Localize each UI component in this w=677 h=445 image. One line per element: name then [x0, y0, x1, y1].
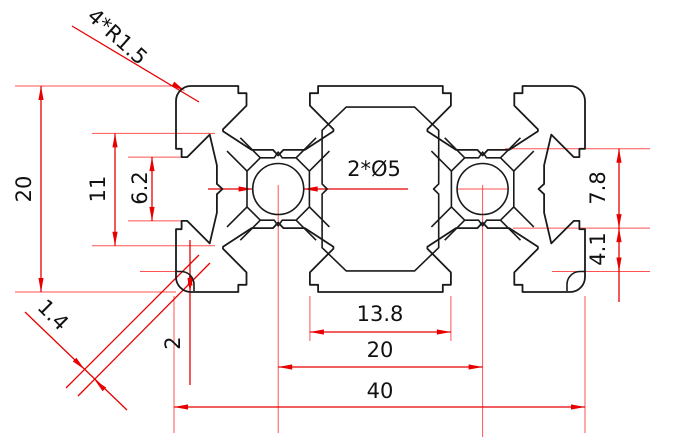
dim-wall-thickness: 1.4 [33, 295, 74, 336]
extension-lines [15, 85, 650, 437]
dim-slot-inner-width: 11 [86, 176, 110, 203]
dim-lower-step: 4.1 [586, 232, 610, 265]
center-cavity-octagon [321, 106, 440, 272]
dimension-arrows [38, 81, 622, 410]
base-wall-fillet-right [566, 270, 585, 291]
web-walls [226, 137, 535, 241]
dim-tab-width: 13.8 [357, 302, 404, 326]
dim-base-wall: 2 [161, 336, 185, 349]
dim-overall-width: 40 [367, 379, 394, 403]
dim-corner-radius: 4*R1.5 [83, 4, 152, 70]
dimension-labels: 4*R1.5 20 11 6.2 2*Ø5 7.8 4.1 13.8 20 40… [12, 4, 610, 403]
dim-overall-height: 20 [12, 176, 36, 203]
profile-geometry [175, 85, 586, 293]
dim-holes: 2*Ø5 [347, 157, 401, 181]
base-wall-fillet-left [176, 270, 195, 291]
dim-upper-step: 7.8 [586, 171, 610, 204]
dim-hole-spacing: 20 [367, 338, 394, 362]
hole-circle-left [251, 162, 305, 216]
dim-slot-opening: 6.2 [128, 171, 152, 204]
hole-circle-right [456, 162, 509, 216]
profile-outline-path [175, 85, 586, 293]
